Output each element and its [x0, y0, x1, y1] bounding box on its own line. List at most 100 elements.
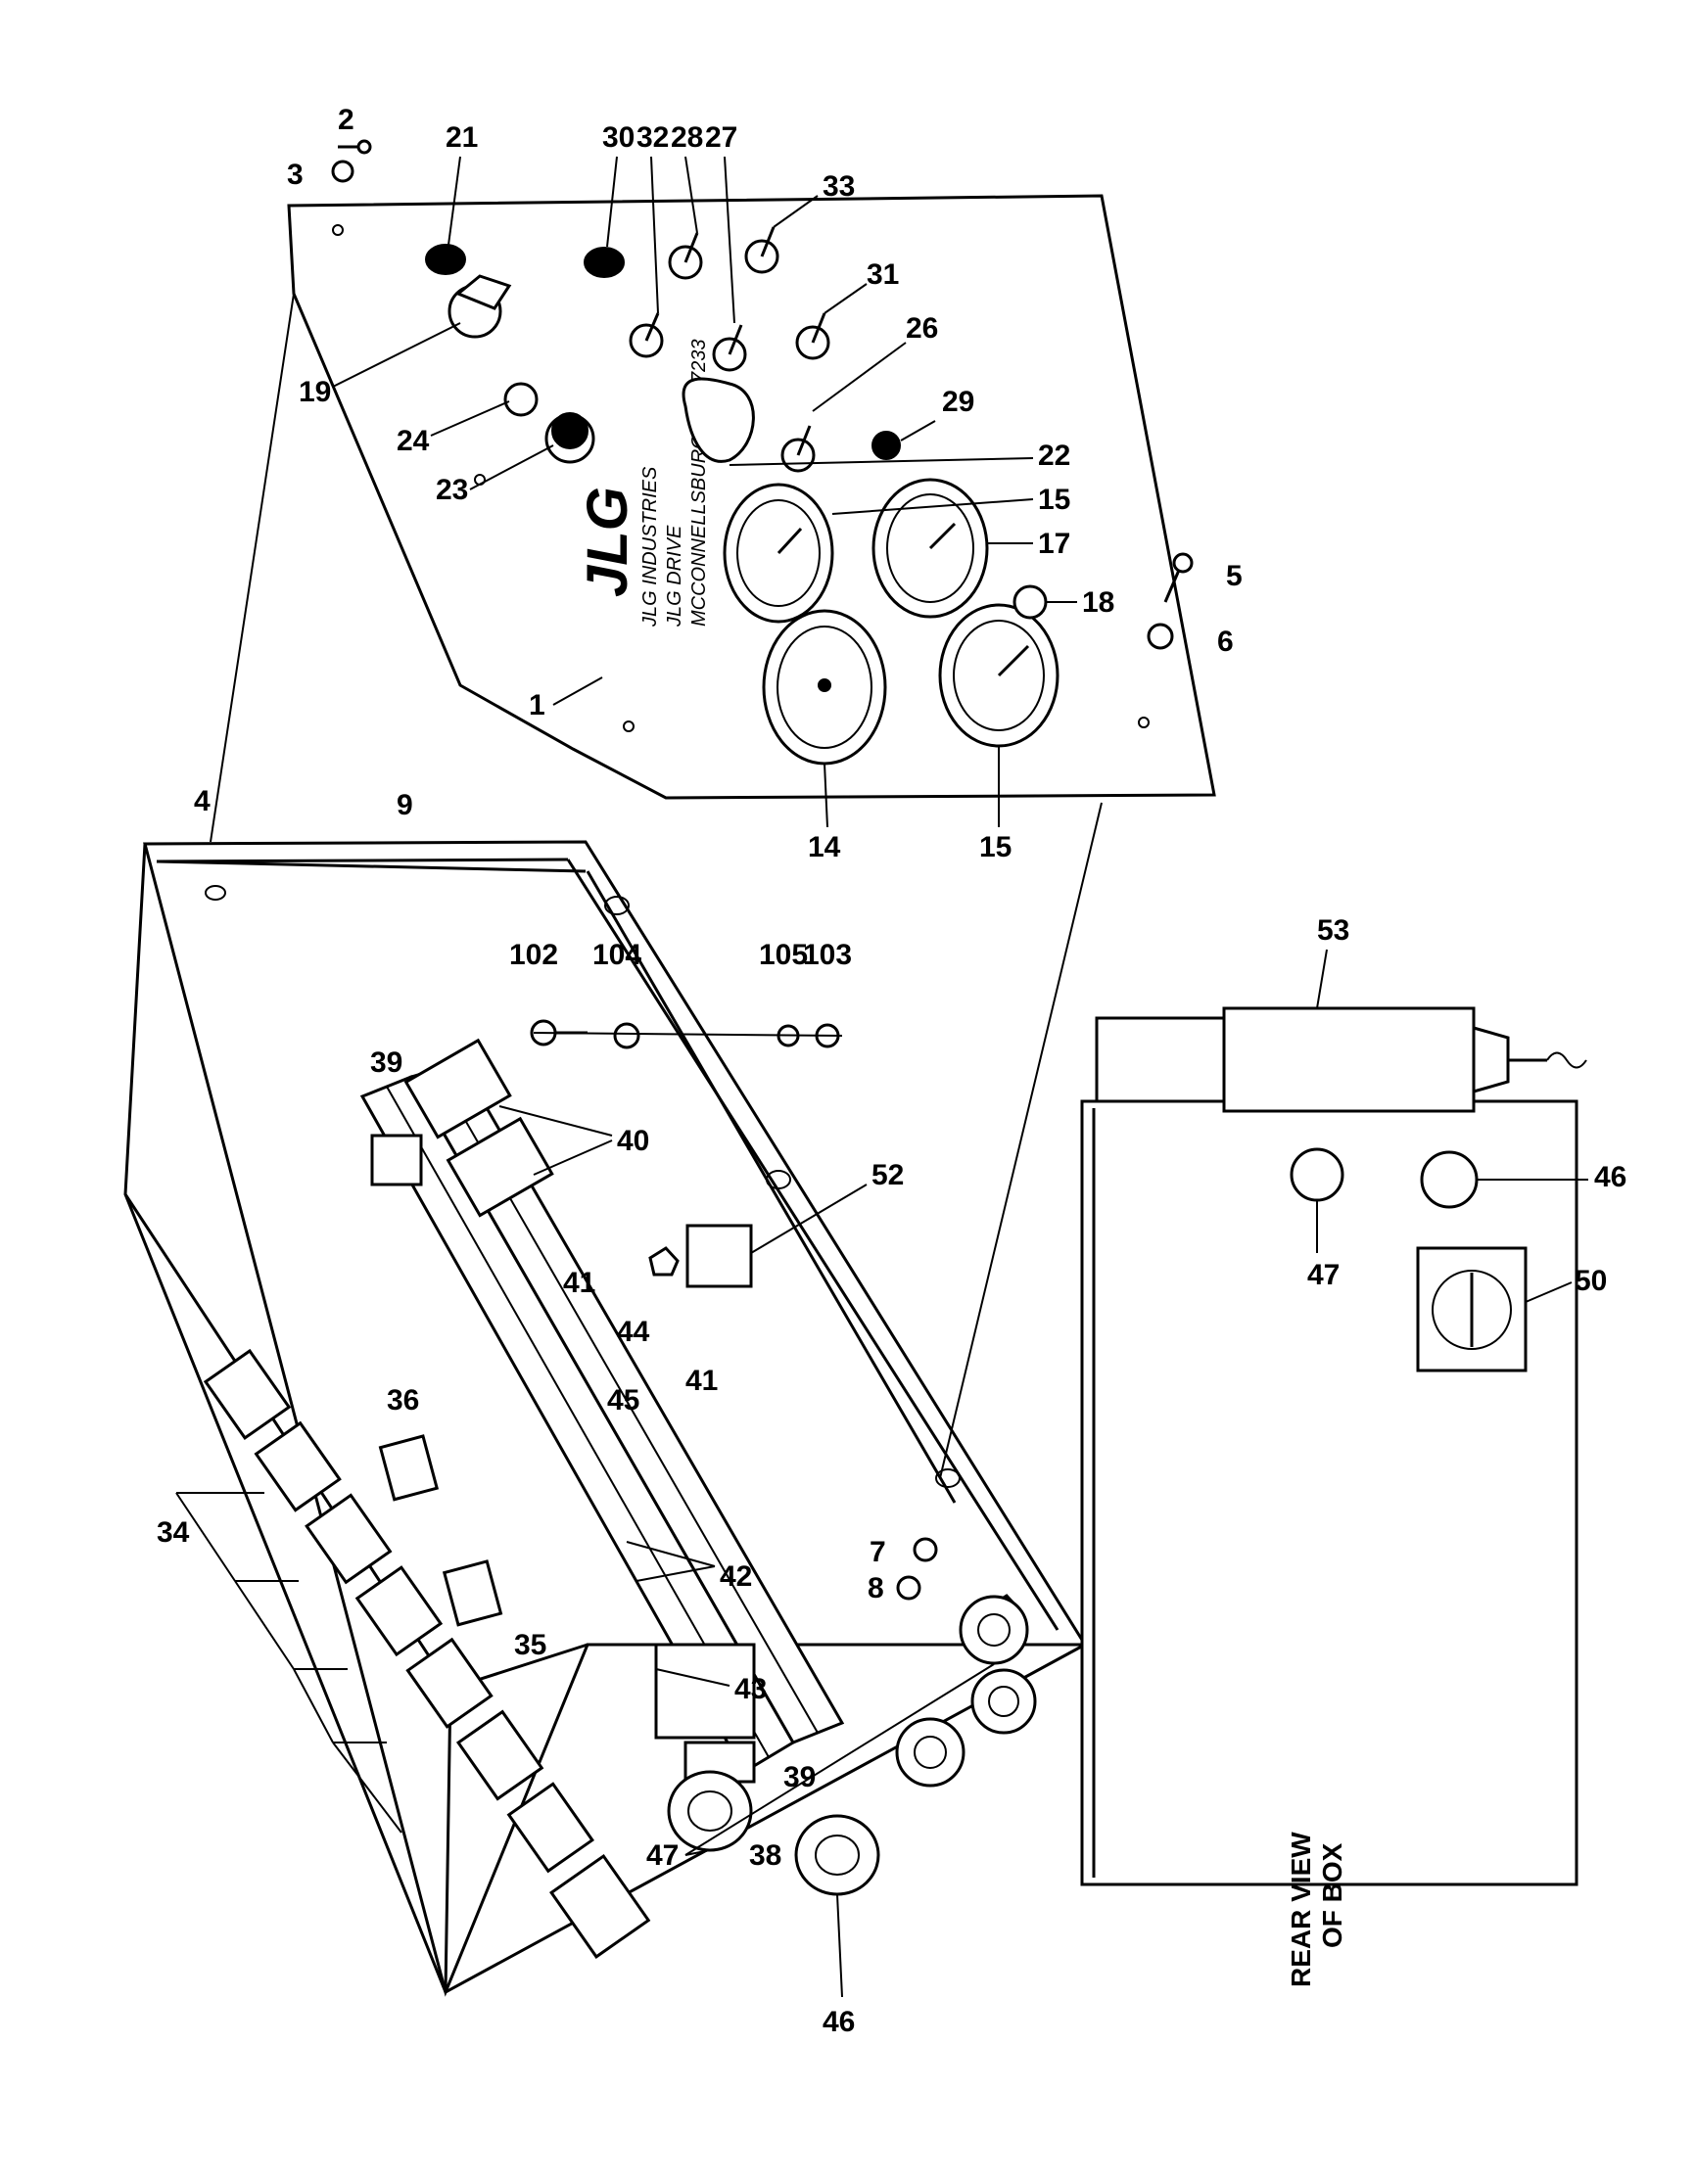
callout-28: 28: [671, 121, 703, 154]
callout-38: 38: [749, 1839, 781, 1872]
cord-grip-47: [959, 1595, 1029, 1665]
callout-9: 9: [397, 789, 413, 821]
callout-15-lower: 15: [979, 831, 1012, 863]
callout-103: 103: [803, 939, 852, 971]
washer-3: [331, 160, 354, 183]
callout-31: 31: [867, 258, 899, 291]
jlg-logo: JLG: [576, 487, 639, 597]
alarm-53: [1095, 1006, 1587, 1113]
callout-34: 34: [157, 1516, 190, 1549]
gauge-14: [762, 609, 887, 766]
control-panel: JLG JLG INDUSTRIES JLG DRIVE MCCONNELLSB…: [287, 139, 1216, 800]
callout-104: 104: [592, 939, 641, 971]
company-name: JLG INDUSTRIES: [639, 466, 661, 627]
relay-bank-34: [175, 1348, 651, 1959]
gauge-15-lower: [938, 603, 1059, 748]
circuit-breaker-35: [442, 1559, 503, 1627]
callout-4: 4: [194, 785, 211, 817]
end-bracket-39-bottom: [654, 1643, 756, 1740]
callout-18: 18: [1082, 586, 1114, 619]
cord-grip-46: [1420, 1150, 1479, 1209]
rear-view-box: REAR VIEW OF BOX: [1080, 1099, 1578, 1987]
button-30: [584, 247, 625, 278]
callout-5: 5: [1226, 560, 1243, 592]
callout-47-rear: 47: [1307, 1259, 1340, 1291]
callout-102: 102: [509, 939, 558, 971]
callout-19: 19: [299, 376, 331, 408]
cord-grip-47: [970, 1668, 1037, 1735]
screw-2: [338, 139, 372, 155]
callout-39-top: 39: [370, 1046, 402, 1079]
callout-36: 36: [387, 1384, 419, 1417]
callout-41-lower: 41: [685, 1365, 718, 1397]
callout-42: 42: [720, 1560, 752, 1593]
callout-32: 32: [636, 121, 669, 154]
relay-52: [685, 1224, 753, 1288]
lamp-29: [871, 431, 901, 460]
gauge-15-upper: [723, 483, 834, 624]
toggle-switch-33: [744, 226, 779, 274]
callout-1: 1: [529, 689, 545, 721]
callout-33: 33: [823, 170, 855, 203]
rear-view-line-2: OF BOX: [1317, 1842, 1347, 1948]
callout-7: 7: [870, 1536, 886, 1568]
callout-41-upper: 41: [563, 1267, 595, 1299]
callout-22: 22: [1038, 440, 1070, 472]
callout-44: 44: [617, 1316, 650, 1348]
callout-15-upper: 15: [1038, 484, 1070, 516]
gauge-17: [871, 478, 989, 619]
callout-29: 29: [942, 386, 974, 418]
button-21: [425, 244, 466, 275]
cord-grip-47: [667, 1770, 753, 1852]
receptacle-50: [1416, 1246, 1528, 1372]
callout-35: 35: [514, 1629, 546, 1661]
callout-45: 45: [607, 1384, 639, 1417]
callout-14: 14: [808, 831, 841, 863]
screw-5: [1163, 552, 1194, 603]
callout-40: 40: [617, 1125, 649, 1157]
cord-grip-47: [895, 1717, 965, 1788]
rear-view-line-1: REAR VIEW: [1286, 1832, 1316, 1987]
callout-46: 46: [823, 2006, 855, 2038]
callout-50: 50: [1575, 1265, 1607, 1297]
toggle-switch-31: [795, 312, 830, 360]
callout-6: 6: [1217, 626, 1234, 658]
end-bracket-39-top: [370, 1134, 423, 1186]
washer-6: [1147, 623, 1174, 650]
lamp-24: [503, 382, 539, 417]
callout-52: 52: [871, 1159, 904, 1191]
callout-24: 24: [397, 425, 430, 457]
relay-40: [403, 1038, 554, 1218]
callout-17: 17: [1038, 528, 1070, 560]
circuit-breaker-36: [378, 1434, 440, 1502]
switch-guard-22: [682, 377, 755, 463]
nut-8: [896, 1575, 921, 1601]
callout-30: 30: [602, 121, 635, 154]
key-switch-19: [447, 274, 512, 339]
indicator-light-18: [1012, 584, 1048, 620]
toggle-switch-32: [629, 312, 664, 358]
callout-105: 105: [759, 939, 808, 971]
callout-21: 21: [446, 121, 478, 154]
callouts: 1 2 3 4 5 6 7 8 9 14 15 15 17 18 19 21 2…: [157, 104, 1626, 2038]
callout-47: 47: [646, 1839, 679, 1872]
knob-23: [544, 412, 595, 464]
callout-23: 23: [436, 474, 468, 506]
toggle-switch-28: [668, 232, 703, 280]
cord-grip-46: [794, 1814, 880, 1896]
callout-26: 26: [906, 312, 938, 345]
toggle-switch-27: [712, 324, 747, 372]
callout-46-rear: 46: [1594, 1161, 1626, 1193]
callout-43: 43: [734, 1673, 767, 1705]
washer-7: [913, 1537, 938, 1562]
nut: [648, 1246, 680, 1277]
callout-27: 27: [705, 121, 737, 154]
callout-53: 53: [1317, 914, 1349, 947]
rear-view-caption: REAR VIEW OF BOX: [1286, 1832, 1347, 1987]
washer-104: [613, 1022, 640, 1049]
callout-2: 2: [338, 104, 354, 136]
callout-3: 3: [287, 159, 304, 191]
cord-grip-47: [1290, 1147, 1344, 1202]
address-line-1: JLG DRIVE: [664, 525, 685, 627]
